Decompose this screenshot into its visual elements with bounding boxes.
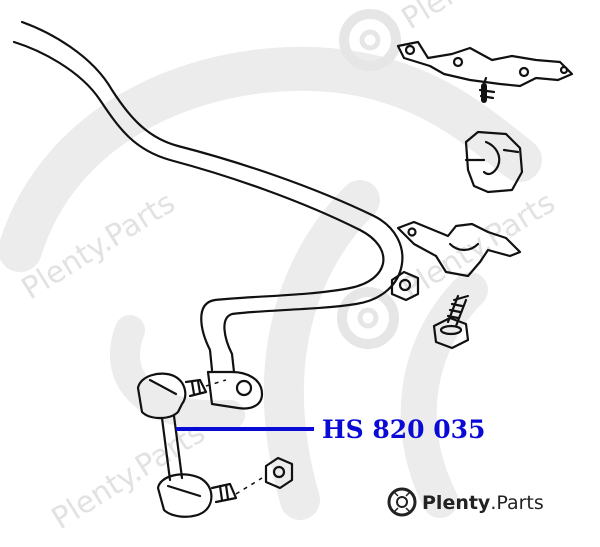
watermark-swoosh	[263, 180, 380, 520]
part-callout: HS 820 035	[176, 415, 485, 444]
watermark-swoosh	[0, 47, 542, 272]
brake-disc-icon	[387, 487, 417, 517]
bolt	[432, 294, 470, 350]
watermark-text: Plenty	[396, 0, 494, 37]
guide-line	[205, 379, 227, 387]
upper-bracket	[396, 40, 574, 103]
bushing	[464, 130, 524, 194]
brand-suffix: .Parts	[490, 492, 543, 514]
brand-logo[interactable]: Plenty.Parts	[387, 487, 544, 517]
watermark-disc-icon	[339, 9, 401, 71]
link-nut	[264, 456, 294, 490]
assembly-guides	[205, 379, 263, 495]
clamp-bracket	[396, 220, 522, 278]
part-number-label: HS 820 035	[322, 415, 485, 444]
guide-line	[235, 477, 263, 495]
stabilizer-bar	[12, 20, 404, 410]
watermark-disc-icon	[337, 287, 399, 349]
watermark-swoosh	[110, 315, 245, 431]
line-art	[12, 20, 574, 518]
brand-name: Plenty.Parts	[422, 492, 544, 514]
brand-name-bold: Plenty	[422, 492, 491, 514]
nut	[390, 270, 420, 302]
stabilizer-link	[136, 372, 238, 518]
watermark-text: Plenty.Parts	[46, 415, 212, 537]
